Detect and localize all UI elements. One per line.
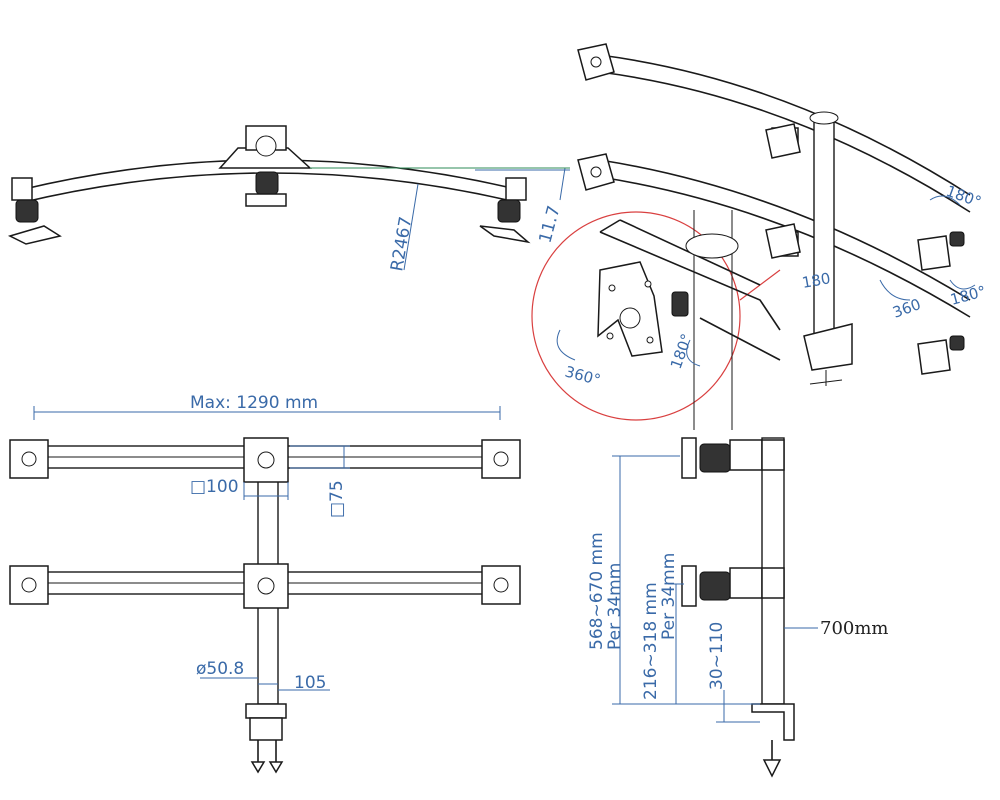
iso-pole [813,117,835,339]
angle-label: 11.7 [536,204,565,246]
height-lower-label: 216~318 mm [641,582,661,700]
radius-label: R2467 [387,215,416,273]
side-clamp [751,703,795,741]
max-span-label: Max: 1290 mm [190,393,318,413]
rot-360-a: 360 [890,295,923,322]
side-vesa-lower [681,565,697,607]
side-vesa-upper [681,437,697,479]
rot-360-b: 360° [563,362,603,389]
rot-180-a: 180° [944,182,984,211]
height-total-label: 568~670 mm [587,532,607,650]
top-view: R2467 11.7 [7,125,570,273]
rot-180-c: 180 [801,269,832,292]
right-plate [479,225,531,244]
center-hub [218,147,312,169]
right-joint [497,199,521,223]
iso-plate-5 [917,235,951,271]
iso-plate-3 [765,123,801,159]
per-34-label-a: Per 34mm [605,563,625,650]
left-joint [15,199,39,223]
iso-plate-4 [765,223,801,259]
rot-180-d: 180° [667,331,696,371]
base-gap-label: 30~110 [707,622,727,690]
pole-length-label: 700mm [820,618,889,639]
center-joint [255,171,279,195]
detail-view: 360° 180° [531,210,781,430]
vesa-75-label: □75 [327,480,347,518]
iso-plate-6 [917,339,951,375]
side-view: 568~670 mm Per 34mm 216~318 mm Per 34mm … [587,437,889,778]
pole-diameter-label: ø50.8 [196,659,244,679]
detail-circle [531,211,741,421]
rot-180-b: 180° [948,282,988,309]
isometric-view: 180° 180° 360 180 [577,43,988,386]
per-34-label-b: Per 34mm [659,553,679,640]
front-view: Max: 1290 mm □100 □75 [9,393,521,774]
iso-clamp [803,323,853,371]
left-plate [7,225,62,245]
front-clamp [245,703,287,719]
vesa-100-label: □100 [190,477,239,497]
clamp-width-label: 105 [294,673,326,693]
